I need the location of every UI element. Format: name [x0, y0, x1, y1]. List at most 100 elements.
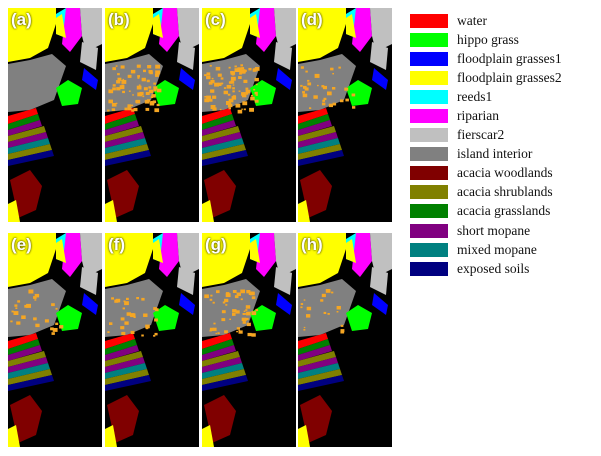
misclassified-pixel-patch: [229, 100, 232, 103]
misclassified-pixel-patch: [111, 103, 117, 107]
region-floodplain-grasses1: [276, 68, 292, 90]
misclassified-pixel-patch: [323, 311, 327, 314]
misclassified-pixel-patch: [124, 321, 129, 325]
region-exposed-soils: [105, 150, 151, 166]
region-floodplain-grasses2-corner: [298, 425, 310, 447]
misclassified-pixel-patch: [131, 109, 135, 112]
misclassified-pixel-patch: [235, 103, 241, 108]
misclassified-pixel-patch: [130, 313, 136, 318]
misclassified-pixel-patch: [251, 311, 257, 316]
misclassified-pixel-patch: [126, 297, 129, 300]
misclassified-pixel-patch: [221, 82, 224, 85]
region-mixed-mopane: [8, 138, 50, 154]
misclassified-pixel-patch: [143, 87, 148, 91]
misclassified-pixel-patch: [33, 317, 37, 321]
region-floodplain-grasses1: [372, 293, 388, 315]
region-floodplain-grasses2-strip: [250, 14, 260, 38]
misclassified-pixel-patch: [245, 87, 249, 90]
classification-map: [105, 233, 199, 447]
region-island-interior: [298, 54, 356, 112]
region-floodplain-grasses2: [202, 8, 250, 62]
misclassified-pixel-patch: [156, 88, 162, 93]
misclassified-pixel-patch: [300, 66, 304, 69]
legend-label: floodplain grasses1: [457, 50, 562, 66]
misclassified-pixel-patch: [10, 320, 13, 323]
misclassified-pixel-patch: [232, 313, 236, 316]
misclassified-pixel-patch: [313, 95, 318, 99]
misclassified-pixel-patch: [214, 82, 219, 87]
region-acacia-shrublands-2: [105, 369, 149, 385]
misclassified-pixel-patch: [209, 64, 212, 67]
misclassified-pixel-patch: [228, 81, 232, 84]
region-fierscar2-lower: [80, 42, 98, 70]
region-acacia-grasslands: [202, 114, 234, 130]
legend-swatch: [410, 70, 448, 85]
misclassified-pixel-patch: [34, 299, 37, 301]
misclassified-pixel-patch: [155, 64, 161, 69]
region-island-interior: [105, 54, 163, 112]
misclassified-pixel-patch: [245, 89, 251, 94]
misclassified-pixel-patch: [51, 303, 55, 307]
misclassified-pixel-patch: [325, 289, 331, 293]
misclassified-pixel-patch: [212, 107, 217, 111]
region-floodplain-grasses1: [179, 293, 195, 315]
region-fierscar2-lower: [80, 267, 98, 295]
region-short-mopane-2: [298, 357, 338, 373]
region-floodplain-grasses2-corner: [105, 200, 117, 222]
misclassified-pixel-patch: [210, 294, 213, 297]
region-acacia-woodlands: [107, 170, 139, 218]
misclassified-pixel-patch: [215, 66, 221, 71]
misclassified-pixel-patch: [302, 93, 308, 98]
misclassified-pixel-patch: [235, 310, 240, 314]
misclassified-pixel-patch: [122, 307, 125, 310]
legend-item-exposed-soils: exposed soils: [410, 259, 595, 278]
misclassified-pixel-patch: [322, 99, 325, 102]
misclassified-pixel-patch: [204, 96, 207, 98]
region-floodplain-grasses2-strip: [346, 14, 356, 38]
misclassified-pixel-patch: [15, 307, 18, 309]
region-floodplain-grasses2-strip: [250, 239, 260, 263]
misclassified-pixel-patch: [215, 332, 217, 335]
region-island-interior: [298, 279, 356, 337]
region-short-mopane-2: [202, 357, 242, 373]
legend-item-riparian: riparian: [410, 106, 595, 125]
region-floodplain-grasses2: [298, 8, 346, 62]
misclassified-pixel-patch: [332, 102, 337, 106]
misclassified-pixel-patch: [238, 330, 243, 334]
misclassified-pixel-patch: [245, 309, 248, 311]
misclassified-pixel-patch: [26, 303, 31, 308]
misclassified-pixel-patch: [120, 326, 125, 330]
classification-maps-grid: (a) (b) (c) (d) (e) (f) (g) (h): [8, 8, 392, 448]
region-mixed-mopane: [105, 138, 147, 154]
panel-label: (h): [301, 235, 323, 254]
misclassified-pixel-patch: [331, 291, 334, 294]
region-acacia-woodlands: [300, 395, 332, 443]
region-acacia-woodlands: [300, 170, 332, 218]
region-acacia-grasslands: [202, 339, 234, 355]
misclassified-pixel-patch: [210, 89, 215, 93]
region-acacia-woodlands: [10, 170, 42, 218]
misclassified-pixel-patch: [210, 80, 215, 84]
legend-swatch: [410, 223, 448, 238]
region-mixed-mopane: [298, 138, 340, 154]
misclassified-pixel-patch: [226, 101, 231, 105]
region-water: [8, 333, 38, 349]
region-fierscar2: [177, 8, 199, 52]
misclassified-pixel-patch: [254, 91, 258, 95]
misclassified-pixel-patch: [345, 98, 349, 102]
misclassified-pixel-patch: [141, 334, 144, 337]
region-acacia-grasslands: [8, 339, 40, 355]
region-fierscar2: [274, 8, 296, 52]
region-mixed-mopane: [8, 363, 50, 379]
region-floodplain-grasses2-strip: [153, 239, 163, 263]
misclassified-pixel-patch: [206, 75, 211, 80]
region-mixed-mopane: [105, 363, 147, 379]
misclassified-pixel-patch: [123, 300, 126, 303]
misclassified-pixel-patch: [254, 99, 259, 103]
region-water: [298, 333, 328, 349]
misclassified-pixel-patch: [111, 108, 116, 111]
misclassified-pixel-patch: [148, 89, 154, 94]
misclassified-pixel-patch: [217, 82, 222, 86]
misclassified-pixel-patch: [223, 87, 227, 89]
misclassified-pixel-patch: [218, 73, 221, 76]
